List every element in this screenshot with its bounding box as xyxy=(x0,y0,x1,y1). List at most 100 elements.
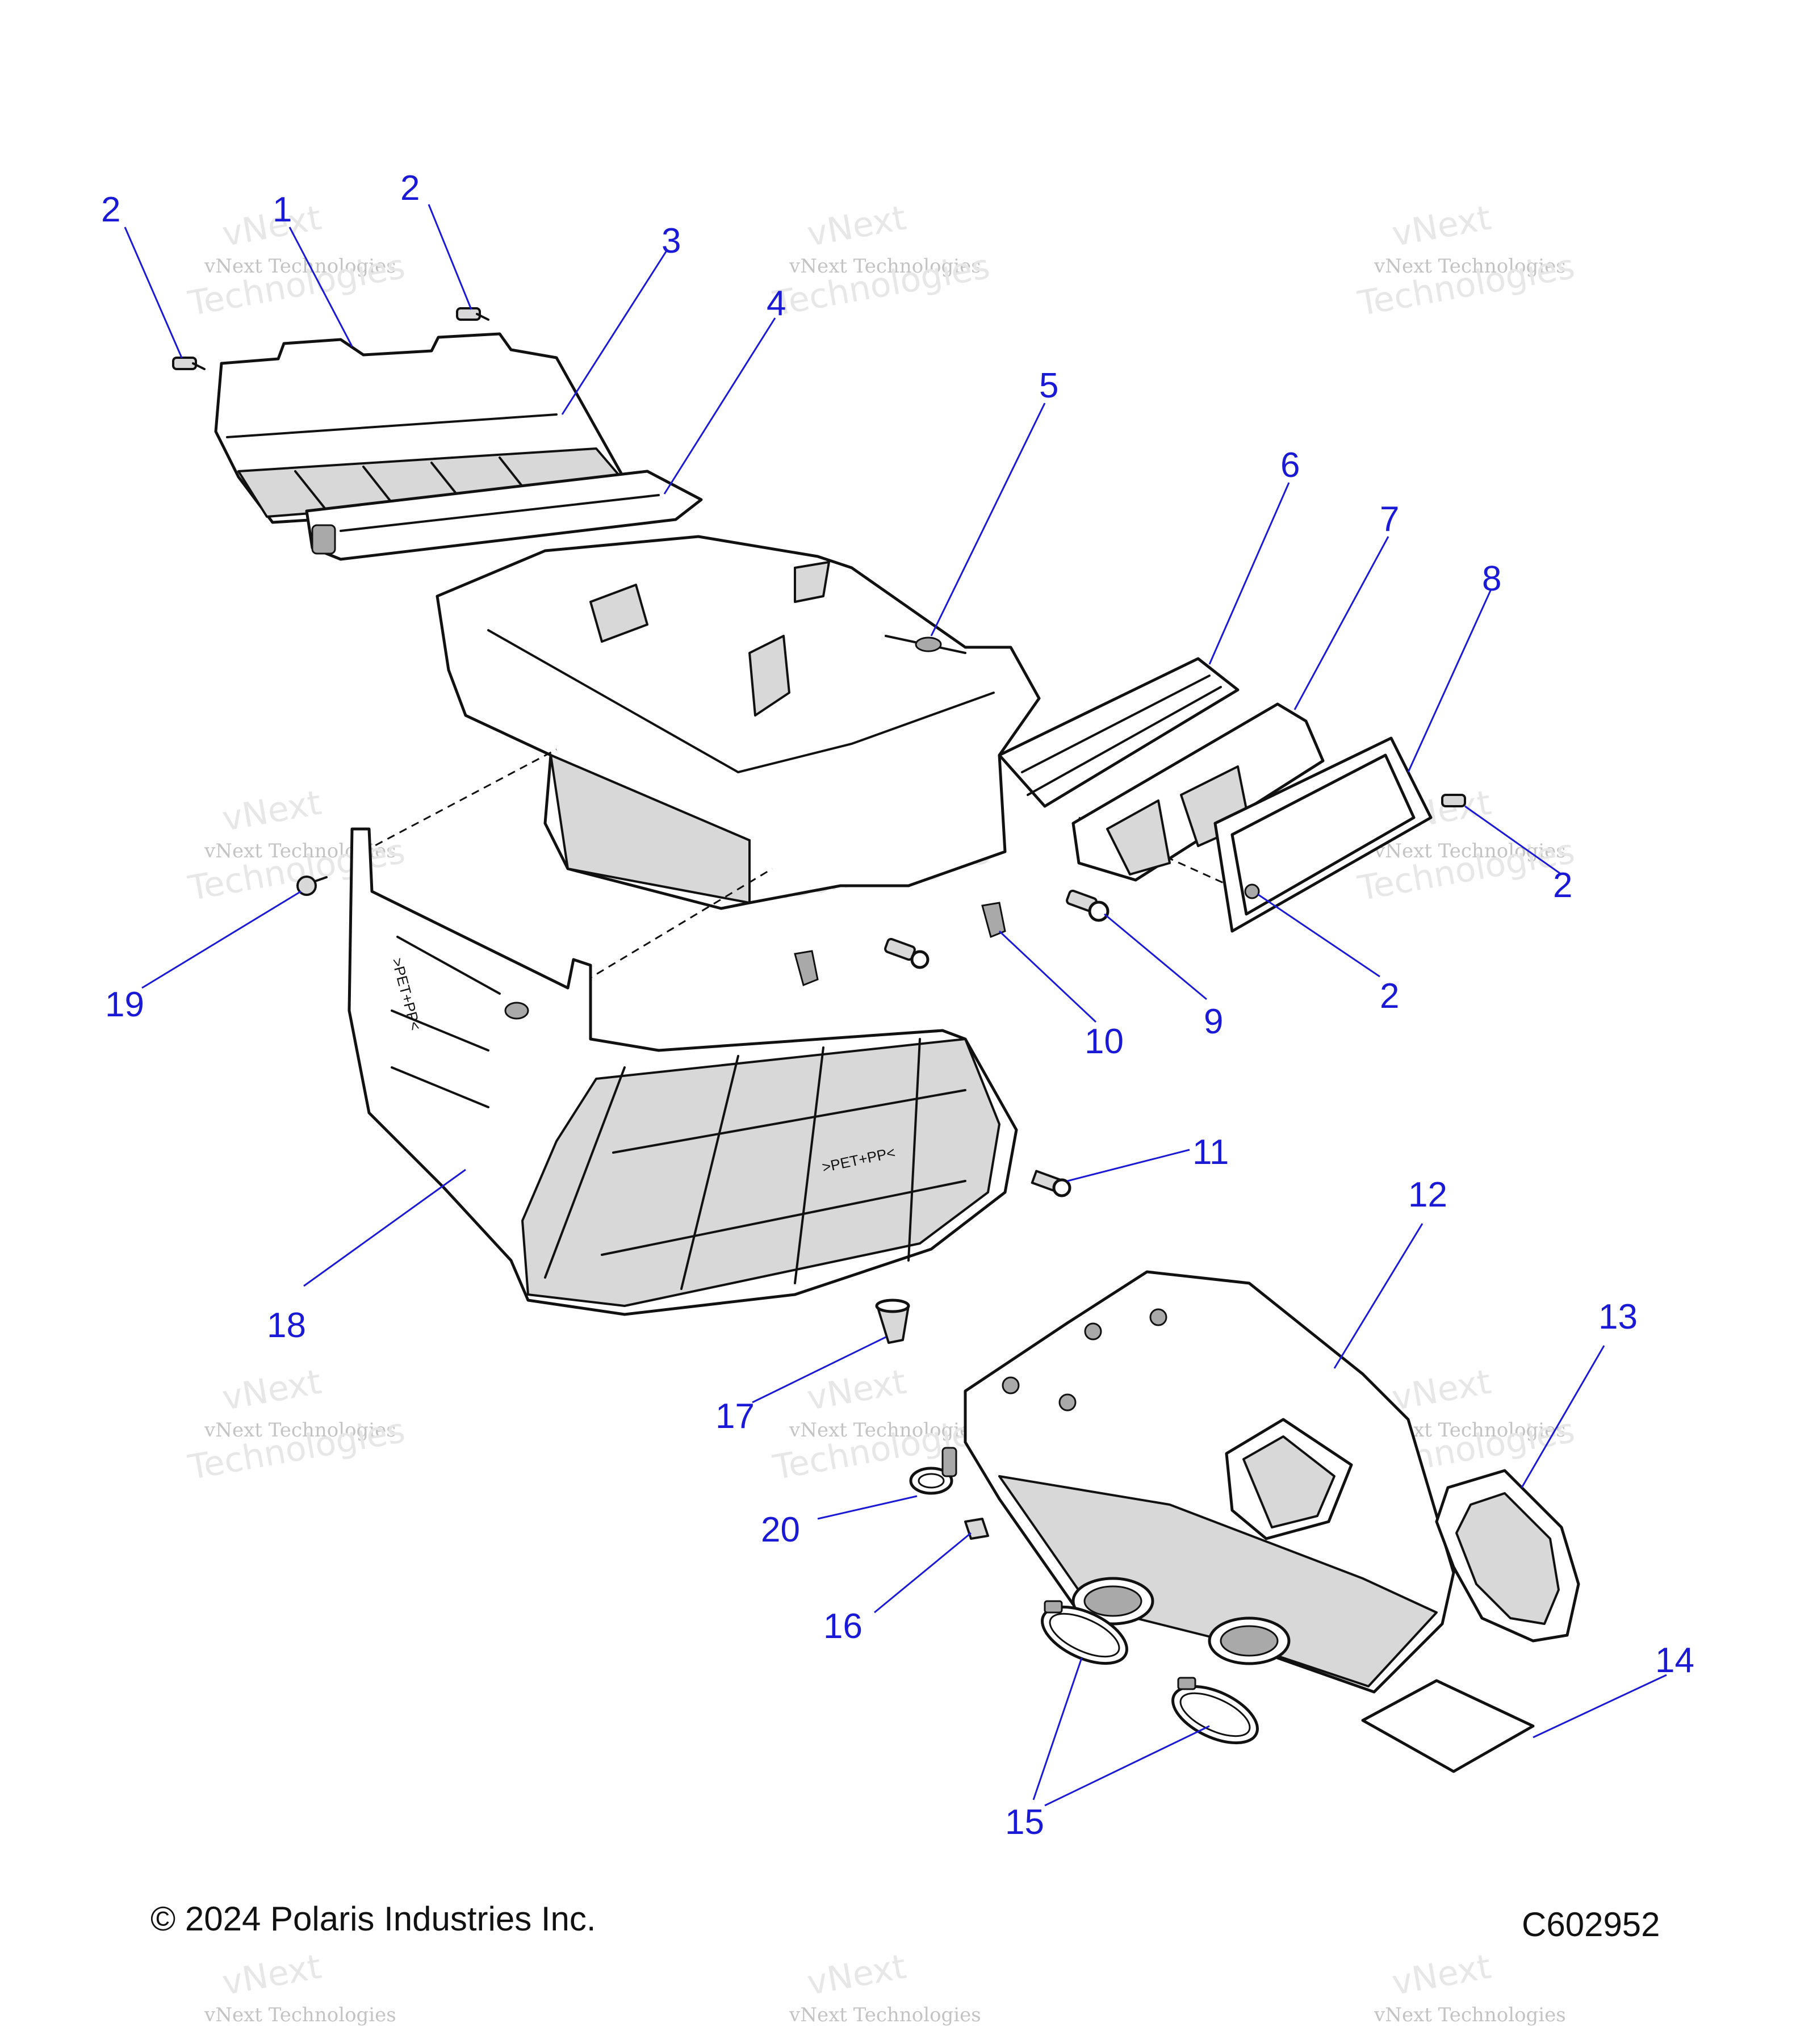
leader-18 xyxy=(303,1168,466,1287)
svg-text:vNext: vNext xyxy=(219,783,324,839)
watermark-4: vNext vNext Technologies Technologies xyxy=(185,783,408,909)
part-2-screw-right-upper xyxy=(1441,794,1466,807)
watermark-11: vNext vNext Technologies xyxy=(789,1947,981,2026)
callout-12: 12 xyxy=(1408,1175,1447,1214)
svg-text:vNext: vNext xyxy=(219,1947,324,2003)
svg-text:vNext Technologies: vNext Technologies xyxy=(204,1419,396,1442)
callout-5: 5 xyxy=(1039,366,1058,405)
copyright: © 2024 Polaris Industries Inc. xyxy=(150,1900,596,1938)
part-10-clip-b xyxy=(794,950,819,987)
svg-text:vNext: vNext xyxy=(804,1947,909,2003)
part-15-clamp-b xyxy=(1171,1677,1259,1745)
leader-11 xyxy=(1067,1149,1190,1182)
callout-6: 6 xyxy=(1280,446,1300,485)
callout-13: 13 xyxy=(1598,1297,1638,1337)
part-2-screw-gasket xyxy=(1244,883,1260,899)
svg-text:vNext Technologies: vNext Technologies xyxy=(1374,255,1566,278)
watermark-12: vNext vNext Technologies xyxy=(1374,1947,1566,2026)
callout-20: 20 xyxy=(761,1510,800,1549)
svg-text:vNext Technologies: vNext Technologies xyxy=(1374,2004,1566,2026)
leader-5 xyxy=(930,403,1046,636)
callout-17: 17 xyxy=(715,1397,755,1436)
svg-text:vNext Technologies: vNext Technologies xyxy=(789,255,981,278)
watermark-8: vNext vNext Technologies Technologies xyxy=(770,1362,993,1488)
align-line-2 xyxy=(573,868,773,989)
part-11-screw xyxy=(1031,1170,1071,1197)
callout-2c: 2 xyxy=(1553,866,1572,905)
leader-15a xyxy=(1032,1657,1083,1800)
callout-16: 16 xyxy=(823,1607,863,1646)
callout-3: 3 xyxy=(662,221,681,261)
leader-16 xyxy=(874,1532,972,1614)
leader-17 xyxy=(752,1336,886,1404)
part-20-hose-clamp xyxy=(909,1447,957,1495)
leader-13 xyxy=(1521,1345,1605,1488)
watermark-2: vNext vNext Technologies Technologies xyxy=(770,198,993,324)
svg-text:vNext: vNext xyxy=(219,198,324,254)
leader-2c xyxy=(1464,805,1562,876)
callout-10: 10 xyxy=(1085,1022,1124,1061)
leader-2a xyxy=(124,227,183,358)
watermark-7: vNext vNext Technologies Technologies xyxy=(185,1362,408,1488)
svg-text:vNext Technologies: vNext Technologies xyxy=(789,1419,981,1442)
leader-7 xyxy=(1293,536,1389,710)
leader-4 xyxy=(663,317,776,495)
svg-text:vNext: vNext xyxy=(804,1362,909,1418)
part-14-filter-pad xyxy=(1361,1679,1535,1773)
callout-4: 4 xyxy=(767,284,786,323)
leader-6 xyxy=(1208,482,1290,665)
leader-3 xyxy=(561,249,668,415)
svg-text:vNext: vNext xyxy=(1389,1362,1494,1418)
part-2-screw-right xyxy=(456,307,489,321)
leader-15b xyxy=(1044,1725,1210,1807)
callout-2a: 2 xyxy=(101,190,120,229)
svg-text:vNext: vNext xyxy=(219,1362,324,1418)
part-19-screw xyxy=(296,876,328,896)
leader-2b xyxy=(428,204,472,310)
part-2-screw-left xyxy=(172,357,206,370)
part-10-clip-a xyxy=(981,902,1006,939)
part-17-grommet xyxy=(875,1299,910,1344)
callout-8: 8 xyxy=(1482,559,1501,598)
callout-9: 9 xyxy=(1204,1002,1223,1041)
svg-text:vNext Technologies: vNext Technologies xyxy=(789,2004,981,2026)
part-15-clamp-a xyxy=(1041,1600,1128,1665)
callout-19: 19 xyxy=(105,985,144,1024)
callout-1: 1 xyxy=(273,190,292,229)
callout-2b: 2 xyxy=(400,169,420,208)
svg-text:vNext: vNext xyxy=(1389,1947,1494,2003)
part-18-airbox-lower: >PET+PP< >PET+PP< xyxy=(348,827,1018,1316)
svg-text:vNext: vNext xyxy=(804,198,909,254)
part-13-seal-ring xyxy=(1435,1469,1580,1643)
part-5-airbox-cover xyxy=(436,535,1041,910)
watermark-3: vNext vNext Technologies Technologies xyxy=(1355,198,1578,324)
leader-9 xyxy=(1104,913,1207,1000)
part-10-bolt xyxy=(884,937,930,969)
callout-7: 7 xyxy=(1380,500,1399,539)
diagram-id: C602952 xyxy=(1522,1905,1660,1944)
svg-text:vNext Technologies: vNext Technologies xyxy=(204,2004,396,2026)
svg-text:vNext: vNext xyxy=(1389,198,1494,254)
leader-20 xyxy=(817,1495,918,1520)
leader-14 xyxy=(1533,1674,1667,1739)
callout-14: 14 xyxy=(1655,1641,1694,1680)
leader-2d xyxy=(1257,893,1380,978)
part-6-duct-frame xyxy=(998,657,1240,808)
svg-text:vNext Technologies: vNext Technologies xyxy=(204,255,396,278)
callout-2d: 2 xyxy=(1380,977,1399,1016)
leader-10 xyxy=(998,930,1097,1023)
callout-11: 11 xyxy=(1192,1133,1229,1172)
leader-19 xyxy=(141,890,302,989)
part-8-gasket xyxy=(1213,736,1433,933)
leader-12 xyxy=(1333,1223,1424,1369)
leader-1 xyxy=(288,227,353,347)
watermark-10: vNext vNext Technologies xyxy=(204,1947,396,2026)
watermark-1: vNext vNext Technologies Technologies xyxy=(185,198,408,324)
callout-18: 18 xyxy=(267,1306,306,1345)
leader-8 xyxy=(1407,590,1492,773)
part-4-grille-insert xyxy=(305,470,703,561)
svg-text:vNext Technologies: vNext Technologies xyxy=(1374,840,1566,862)
callout-15: 15 xyxy=(1005,1803,1044,1842)
align-line-1 xyxy=(363,748,557,853)
